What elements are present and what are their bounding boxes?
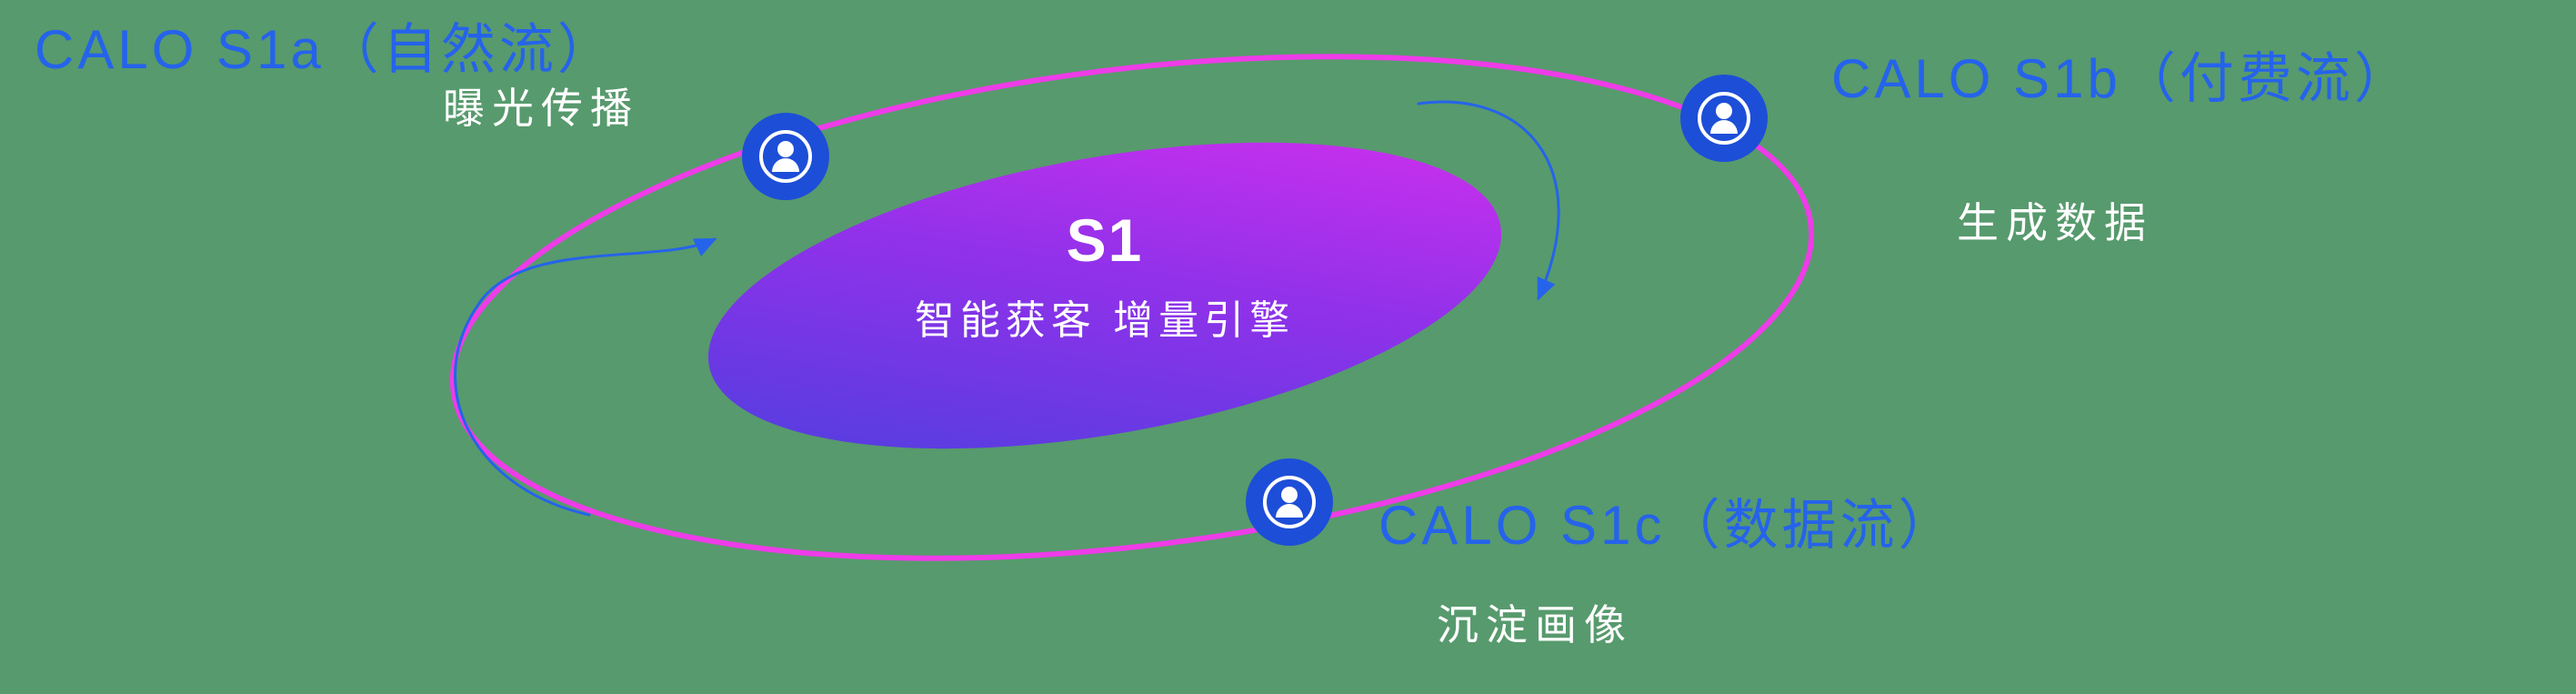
curved-arrow-left-icon — [454, 237, 717, 517]
orbit-ring — [449, 54, 1815, 561]
label-s1a-title: CALO S1a（自然流） — [35, 19, 616, 80]
node-s1a — [742, 113, 829, 200]
label-s1c-subtitle: 沉淀画像 — [1437, 601, 1633, 649]
core-title: S1 — [1066, 206, 1144, 274]
node-s1c — [1246, 458, 1333, 546]
core-ellipse — [707, 142, 1502, 449]
label-s1b-subtitle: 生成数据 — [1957, 199, 2153, 246]
user-icon — [759, 130, 812, 183]
user-icon — [1263, 476, 1316, 528]
label-s1c-title: CALO S1c（数据流） — [1378, 495, 1957, 556]
node-s1b — [1680, 75, 1768, 162]
label-s1b-title: CALO S1b（付费流） — [1831, 48, 2412, 109]
curved-arrow-right-icon — [1417, 100, 1560, 301]
core-subtitle: 智能获客 增量引擎 — [914, 298, 1296, 343]
core-text-block: S1 智能获客 增量引擎 — [723, 206, 1487, 346]
label-s1a-subtitle: 曝光传播 — [443, 85, 639, 132]
user-icon — [1698, 92, 1750, 145]
